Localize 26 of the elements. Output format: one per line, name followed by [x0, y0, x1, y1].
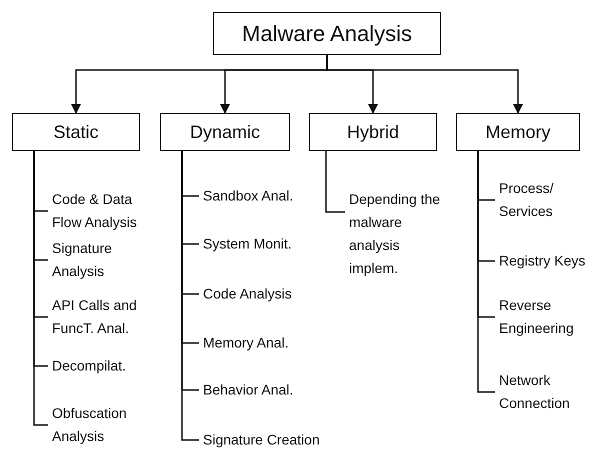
- branch-label: Network Connection: [499, 369, 599, 415]
- branch-label: Sandbox Anal.: [203, 184, 328, 208]
- branch-label: Code & Data Flow Analysis: [52, 188, 164, 234]
- branch-label: Decompilat.: [52, 354, 164, 378]
- branch-label: Behavior Anal.: [203, 378, 328, 402]
- branch-label: Obfuscation Analysis: [52, 402, 164, 448]
- branch-label: Signature Creation: [203, 428, 328, 452]
- connector-line: [33, 151, 48, 426]
- category-box: Memory: [456, 113, 580, 151]
- branch-label: Signature Analysis: [52, 237, 164, 283]
- branch-label: API Calls and FuncT. Anal.: [52, 294, 164, 340]
- category-box: Static: [12, 113, 140, 151]
- title-box: Malware Analysis: [213, 12, 441, 55]
- connector-line: [477, 151, 495, 393]
- branch-label: Registry Keys: [499, 250, 599, 272]
- connector-line: [181, 151, 199, 441]
- arrow: [326, 55, 523, 114]
- branch-label: Process/ Services: [499, 177, 599, 223]
- category-box: Hybrid: [309, 113, 437, 151]
- branch-label: System Monit.: [203, 232, 328, 256]
- connector-line: [325, 151, 345, 213]
- branch-label: Depending the malware analysis implem.: [349, 188, 441, 280]
- category-box: Dynamic: [160, 113, 290, 151]
- branch-label: Reverse Engineering: [499, 294, 599, 340]
- branch-label: Memory Anal.: [203, 332, 328, 354]
- branch-label: Code Analysis: [203, 282, 328, 306]
